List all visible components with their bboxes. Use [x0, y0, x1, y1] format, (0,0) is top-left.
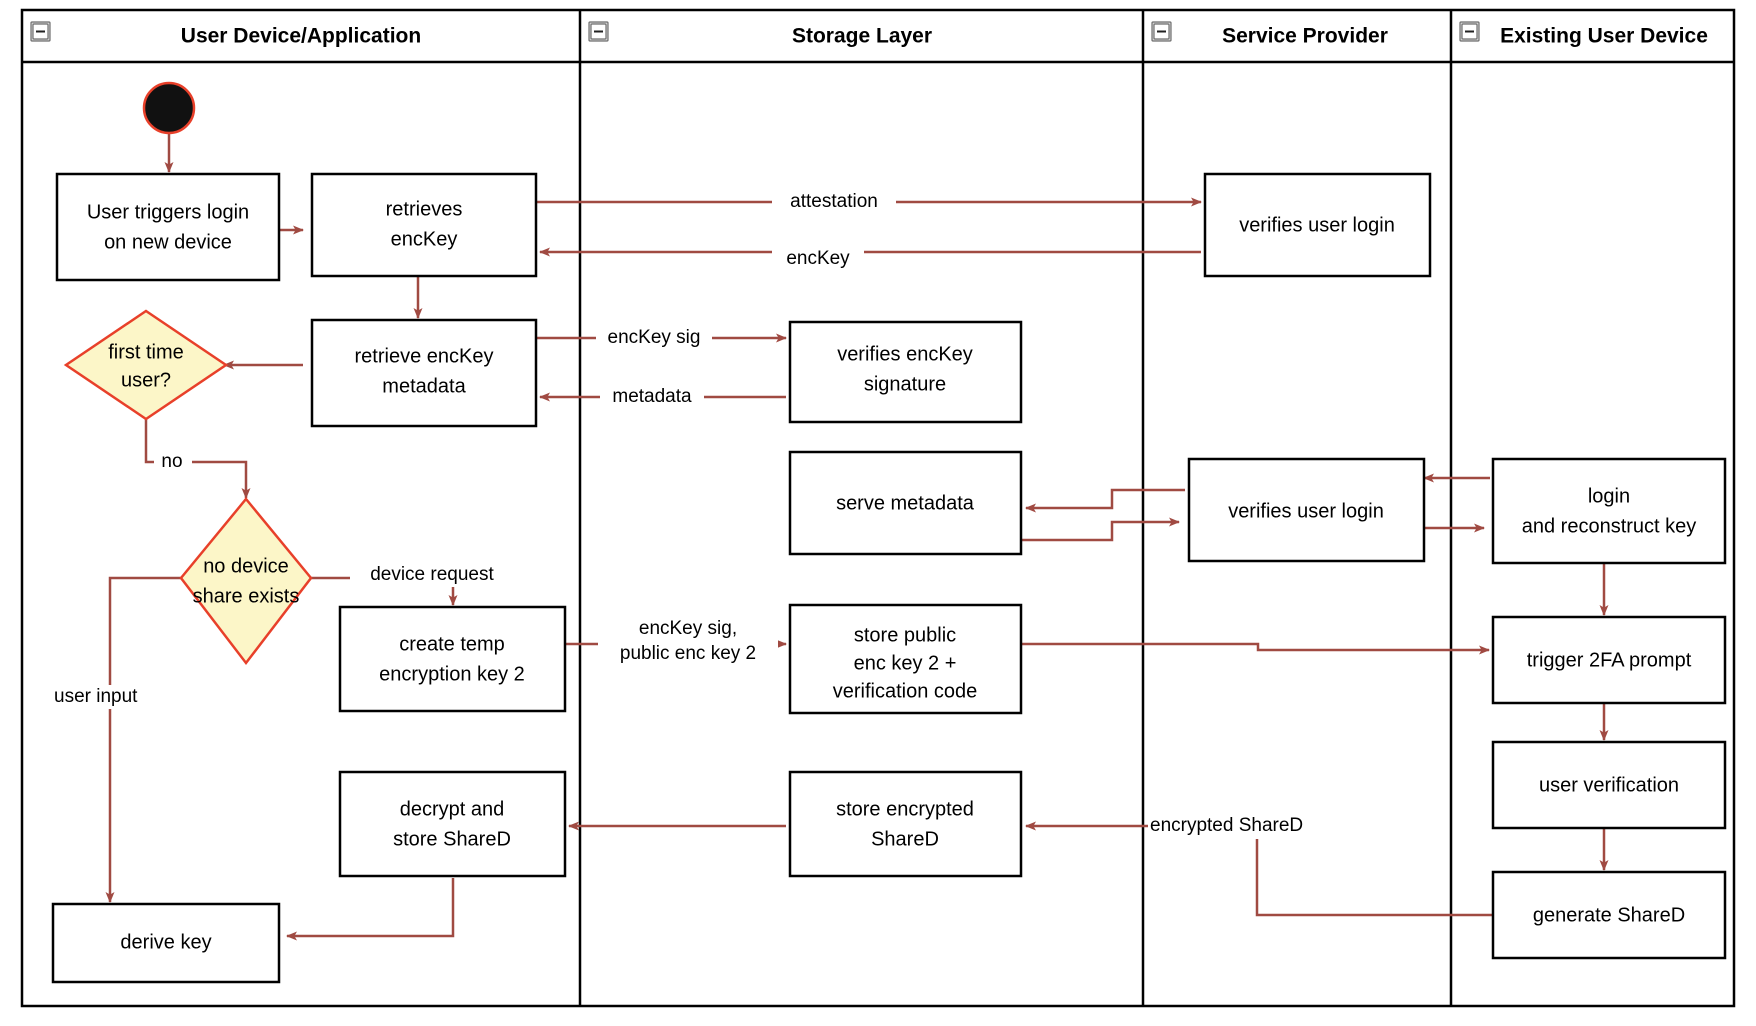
node-decision-first-time-user[interactable]: first time user?: [63, 309, 229, 421]
edge-label-enckey-sig-pubkey-line2: public enc key 2: [620, 643, 756, 664]
node-generate-shared[interactable]: generate ShareD: [1491, 870, 1727, 960]
node-label-line: verifies encKey: [837, 343, 973, 365]
lane-title-user-device: User Device/Application: [181, 25, 421, 48]
node-label-line: trigger 2FA prompt: [1527, 649, 1692, 671]
node-label-line: share exists: [193, 585, 300, 607]
node-label-line: signature: [864, 373, 946, 395]
edge-label-enckey: encKey: [786, 248, 850, 269]
node-label-line: encKey: [391, 228, 458, 250]
edge-label-encrypted-shared: encrypted ShareD: [1150, 815, 1303, 836]
node-verifies-user-login-middle[interactable]: verifies user login: [1187, 457, 1426, 563]
minus-box-icon[interactable]: [30, 21, 51, 42]
minus-box-icon[interactable]: [1151, 21, 1172, 42]
minus-box-icon[interactable]: [588, 21, 609, 42]
node-label-line: store ShareD: [393, 828, 511, 850]
node-label-line: user verification: [1539, 774, 1679, 796]
node-label-line: decrypt and: [400, 798, 505, 820]
node-login-reconstruct-key[interactable]: login and reconstruct key: [1491, 457, 1727, 565]
node-decrypt-and-store-shared[interactable]: decrypt and store ShareD: [338, 770, 567, 878]
lane-header-existing-user-device[interactable]: Existing User Device: [1459, 21, 1708, 48]
node-label-line: retrieve encKey: [355, 345, 494, 367]
swimlane-frame: [20, 8, 1736, 1008]
node-decision-no-device-share[interactable]: no device share exists: [179, 497, 313, 666]
node-label-line: and reconstruct key: [1522, 515, 1697, 537]
flow-serve-metadata-to-provider: [1020, 517, 1180, 542]
node-label-line: user?: [121, 369, 171, 391]
node-retrieves-enckey[interactable]: retrieves encKey: [310, 172, 538, 278]
node-label-line: encryption key 2: [379, 663, 525, 685]
node-create-temp-encryption-key-2[interactable]: create temp encryption key 2: [338, 605, 567, 713]
lane-title-storage-layer: Storage Layer: [792, 25, 932, 48]
node-label-line: verifies user login: [1239, 214, 1395, 236]
node-serve-metadata[interactable]: serve metadata: [788, 450, 1023, 556]
node-label-line: login: [1588, 485, 1630, 507]
node-store-public-enc-key-2[interactable]: store public enc key 2 + verification co…: [788, 603, 1023, 715]
flow-no-to-nodeviceshare: [144, 418, 251, 499]
node-label-line: create temp: [399, 633, 505, 655]
edge-label-group: attestation encKey encKey sig metadata n…: [50, 190, 1334, 839]
edge-label-enckey-sig: encKey sig: [608, 327, 701, 348]
node-label-line: store public: [854, 624, 956, 646]
edge-label-no: no: [161, 451, 182, 472]
node-user-verification[interactable]: user verification: [1491, 740, 1727, 830]
edge-label-metadata: metadata: [612, 386, 692, 407]
flow-decrypt-to-derive-key: [286, 878, 455, 941]
flow-encrypted-shared: [1025, 821, 1495, 917]
lane-header-service-provider[interactable]: Service Provider: [1151, 21, 1388, 48]
lane-header-user-device[interactable]: User Device/Application: [30, 21, 421, 48]
node-label-line: first time: [108, 341, 184, 363]
node-user-triggers-login[interactable]: User triggers login on new device: [55, 172, 281, 282]
edge-label-device-request: device request: [370, 564, 494, 585]
node-label-line: on new device: [104, 231, 232, 253]
node-label-line: User triggers login: [87, 201, 249, 223]
node-verifies-enckey-signature[interactable]: verifies encKey signature: [788, 320, 1023, 424]
node-trigger-2fa-prompt[interactable]: trigger 2FA prompt: [1491, 615, 1727, 705]
edge-label-user-input: user input: [54, 686, 138, 707]
node-label-line: store encrypted: [836, 798, 974, 820]
node-label-line: verifies user login: [1228, 500, 1384, 522]
node-label-line: serve metadata: [836, 492, 975, 514]
node-label-line: enc key 2 +: [854, 652, 957, 674]
node-label-line: no device: [203, 555, 289, 577]
minus-box-icon[interactable]: [1459, 21, 1480, 42]
flow-user-input-to-derive-key: [105, 576, 182, 903]
node-label-line: ShareD: [871, 828, 939, 850]
node-label-line: generate ShareD: [1533, 904, 1685, 926]
flow-provider-to-serve-metadata: [1025, 488, 1185, 513]
node-derive-key[interactable]: derive key: [51, 902, 281, 984]
lane-title-service-provider: Service Provider: [1222, 25, 1388, 48]
node-label-line: verification code: [833, 680, 978, 702]
initial-node: [142, 81, 196, 135]
node-verifies-user-login-top[interactable]: verifies user login: [1203, 172, 1432, 278]
edge-label-attestation: attestation: [790, 191, 878, 212]
flow-store-to-trigger-2fa: [1017, 642, 1490, 655]
node-label-line: derive key: [120, 931, 211, 953]
node-label-line: metadata: [382, 375, 466, 397]
lane-title-existing-user-device: Existing User Device: [1500, 25, 1708, 48]
node-label-line: retrieves: [386, 198, 463, 220]
node-retrieve-enckey-metadata[interactable]: retrieve encKey metadata: [310, 318, 538, 428]
edge-label-enckey-sig-pubkey-line1: encKey sig,: [639, 618, 737, 639]
node-store-encrypted-shared[interactable]: store encrypted ShareD: [788, 770, 1023, 878]
lane-header-storage-layer[interactable]: Storage Layer: [588, 21, 932, 48]
